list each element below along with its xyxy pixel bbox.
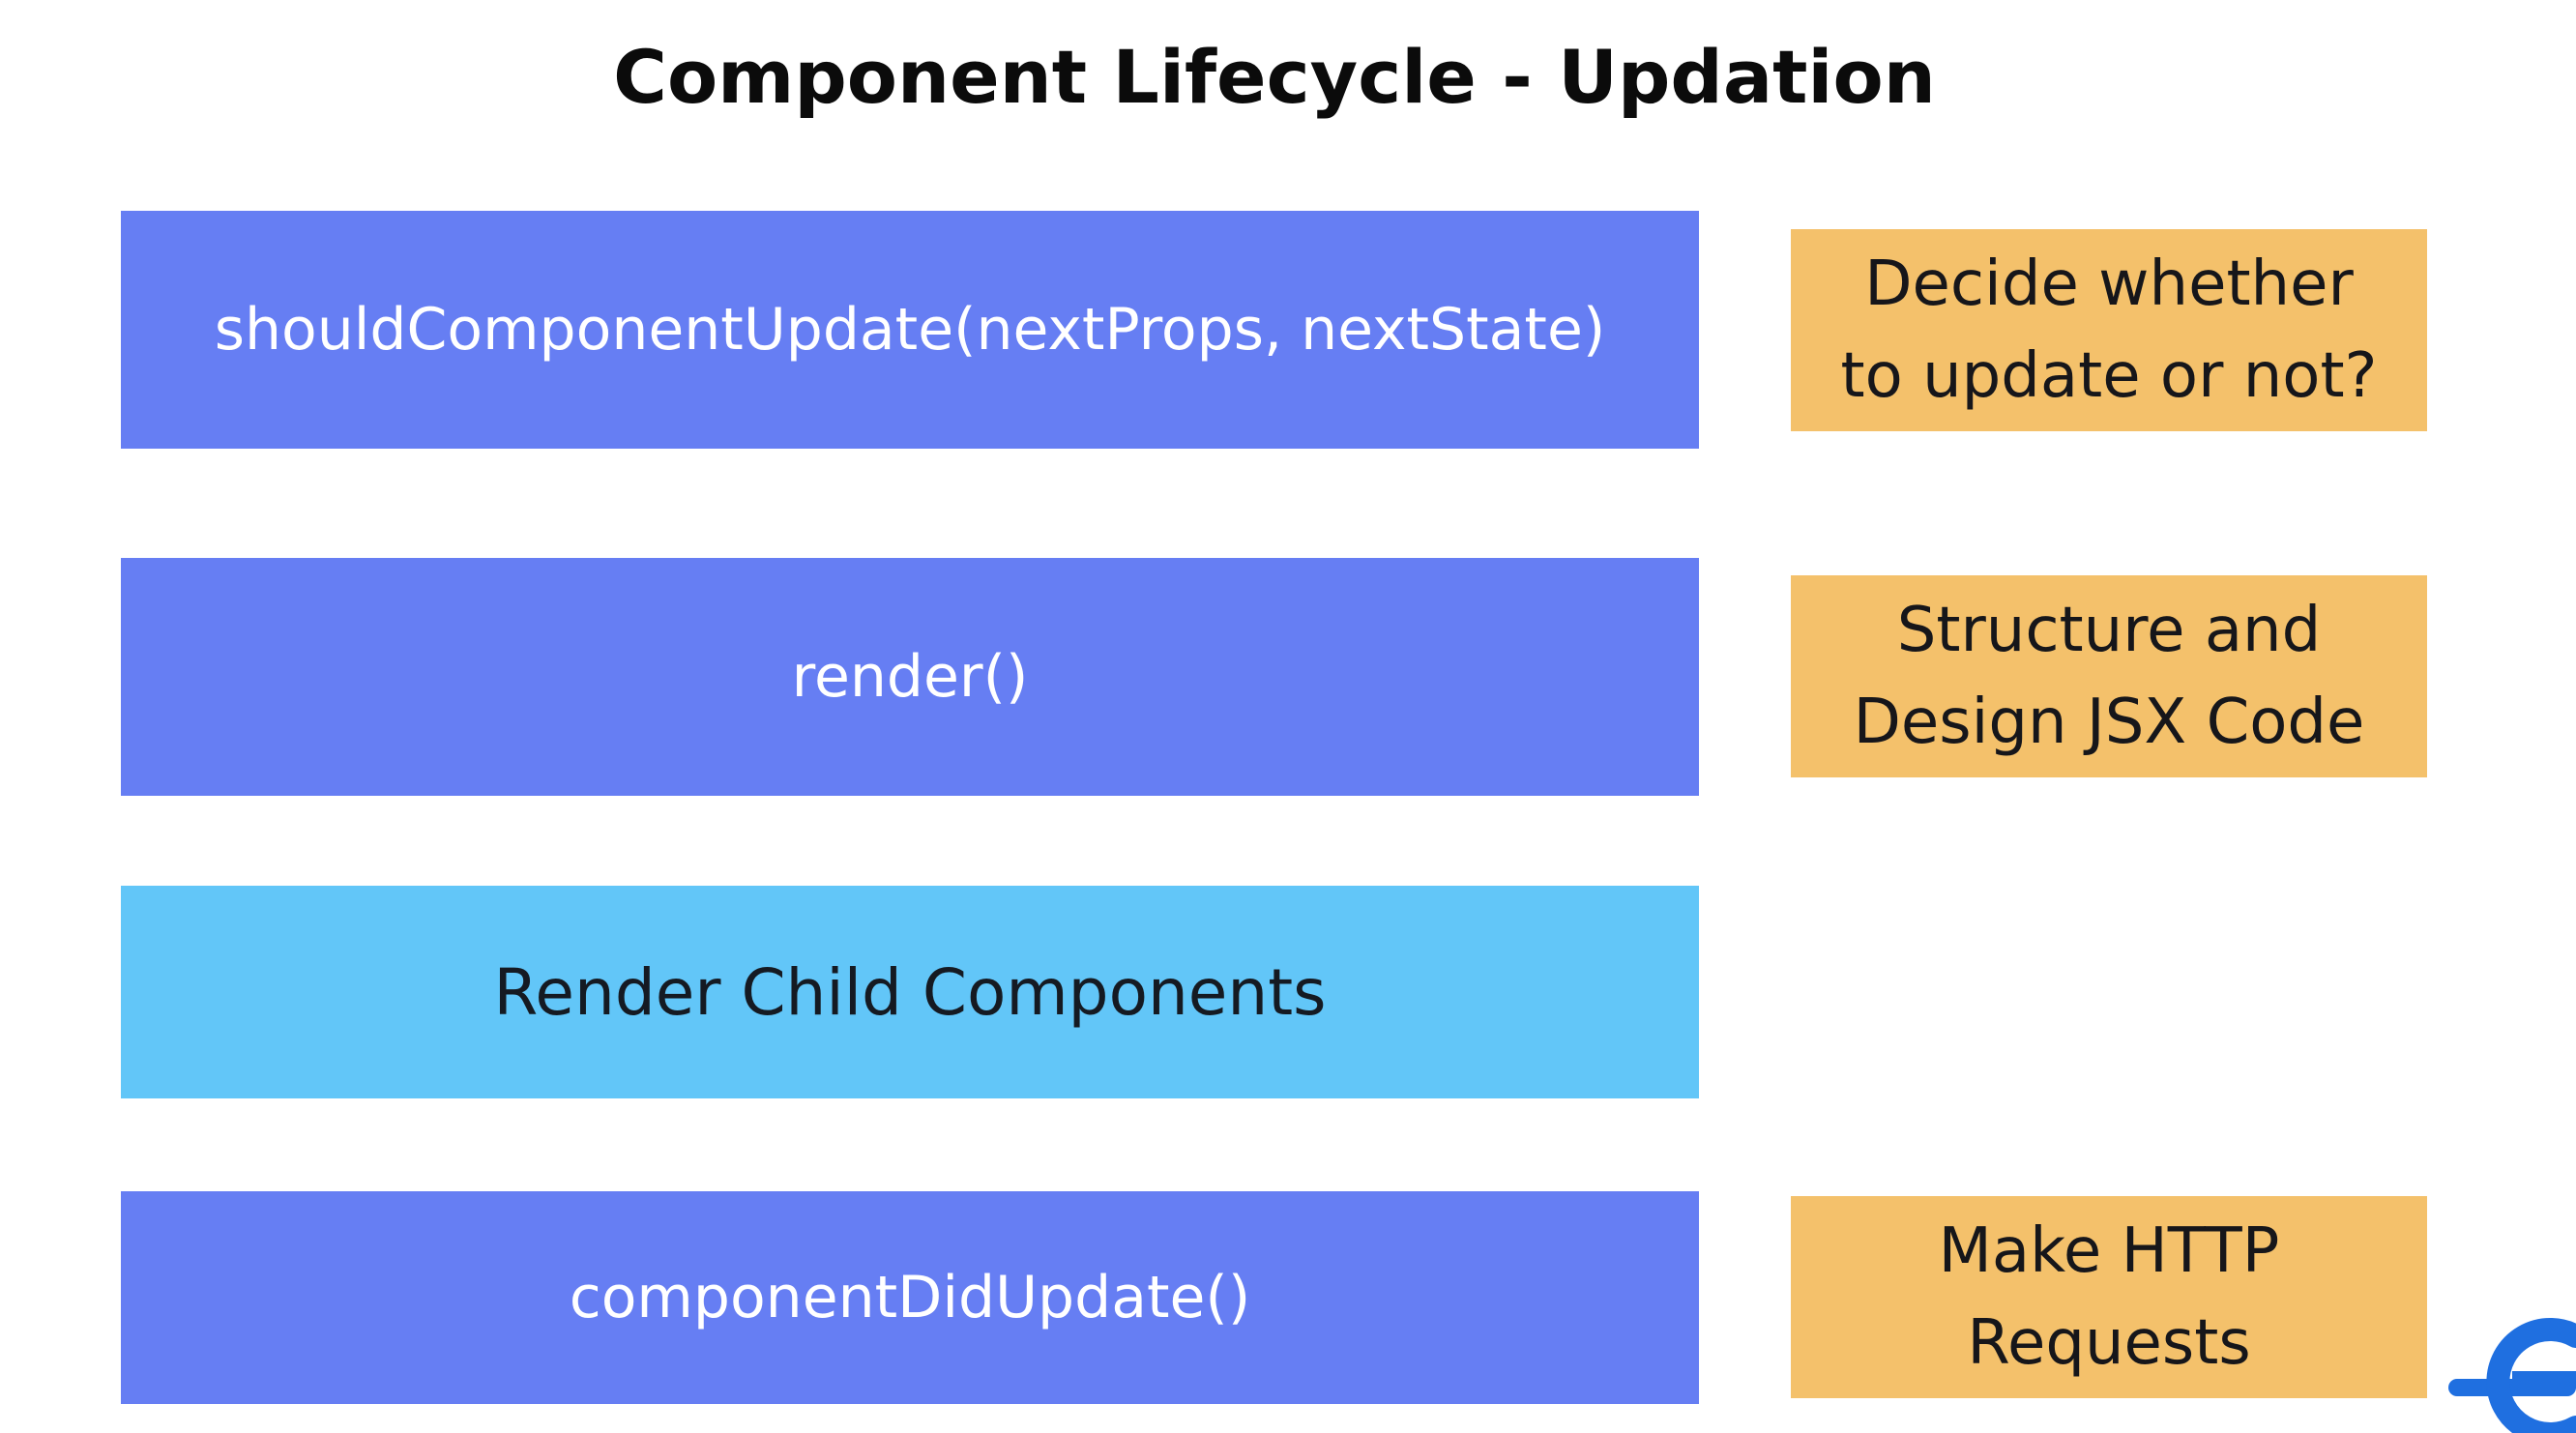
stage-should-component-update: shouldComponentUpdate(nextProps, nextSta… (121, 211, 1699, 449)
note-should-component-update: Decide whether to update or not? (1791, 229, 2427, 431)
stage-render: render() (121, 558, 1699, 796)
note-line: Decide whether (1864, 248, 2354, 320)
diagram-title: Component Lifecycle - Updation (613, 34, 1936, 120)
note-line: Make HTTP (1938, 1214, 2280, 1287)
stage-label: render() (791, 643, 1029, 711)
stage-label: Render Child Components (493, 954, 1327, 1030)
note-line: Structure and (1896, 594, 2322, 666)
e-logo-icon (2448, 1318, 2576, 1433)
note-line: Design JSX Code (1853, 686, 2365, 758)
stage-render-child-components: Render Child Components (121, 886, 1699, 1098)
note-render: Structure and Design JSX Code (1791, 575, 2427, 777)
stage-component-did-update: componentDidUpdate() (121, 1191, 1699, 1404)
stage-label: componentDidUpdate() (569, 1264, 1251, 1331)
note-line: Requests (1967, 1306, 2251, 1379)
note-line: to update or not? (1840, 339, 2378, 412)
stage-label: shouldComponentUpdate(nextProps, nextSta… (214, 296, 1606, 364)
note-component-did-update: Make HTTP Requests (1791, 1196, 2427, 1398)
